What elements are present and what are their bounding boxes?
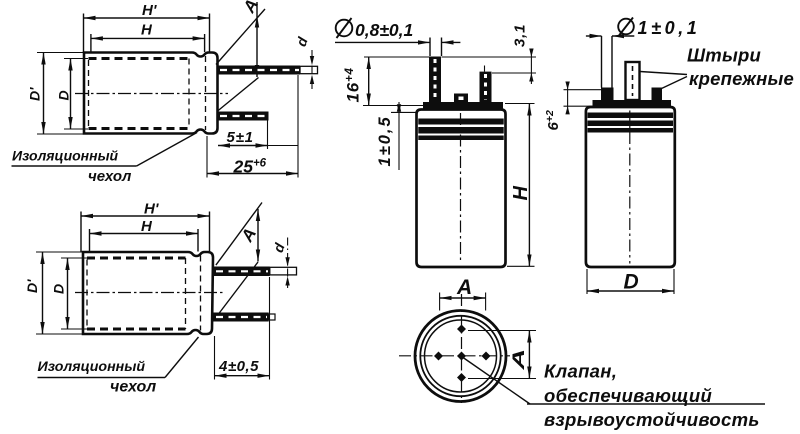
svg-text:Изоляционный: Изоляционный [12, 148, 119, 164]
svg-text:H: H [141, 21, 153, 38]
svg-text:Изоляционный: Изоляционный [38, 359, 146, 375]
svg-text:3,1: 3,1 [512, 24, 529, 47]
svg-text:A: A [456, 276, 472, 299]
svg-text:A: A [239, 0, 262, 17]
svg-text:D': D' [27, 87, 43, 101]
svg-text:крепежные: крепежные [689, 68, 794, 89]
svg-text:Клапан,: Клапан, [544, 361, 617, 382]
svg-text:6+2: 6+2 [544, 110, 562, 130]
svg-text:A: A [237, 225, 260, 246]
svg-text:1±0,1: 1±0,1 [638, 18, 701, 38]
svg-text:чехол: чехол [110, 379, 156, 396]
svg-text:H': H' [144, 201, 159, 218]
svg-text:1±0,5: 1±0,5 [376, 115, 394, 166]
svg-text:D: D [56, 90, 72, 100]
svg-text:16+4: 16+4 [344, 67, 363, 102]
svg-text:d: d [293, 35, 311, 49]
svg-text:A: A [510, 349, 529, 371]
svg-text:0,8±0,1: 0,8±0,1 [355, 20, 413, 40]
svg-text:взрывоустойчивость: взрывоустойчивость [544, 409, 760, 430]
svg-text:4±0,5: 4±0,5 [218, 358, 259, 375]
svg-text:Штыри: Штыри [687, 45, 761, 66]
svg-text:D: D [51, 284, 67, 294]
svg-text:H: H [510, 186, 532, 201]
svg-text:D': D' [24, 279, 40, 293]
svg-text:H': H' [142, 2, 157, 19]
svg-text:обеспечивающий: обеспечивающий [544, 385, 712, 406]
svg-text:H: H [141, 218, 153, 235]
svg-text:5±1: 5±1 [227, 129, 254, 146]
svg-text:чехол: чехол [88, 168, 132, 185]
svg-text:D: D [624, 271, 639, 294]
svg-text:d: d [270, 241, 288, 255]
